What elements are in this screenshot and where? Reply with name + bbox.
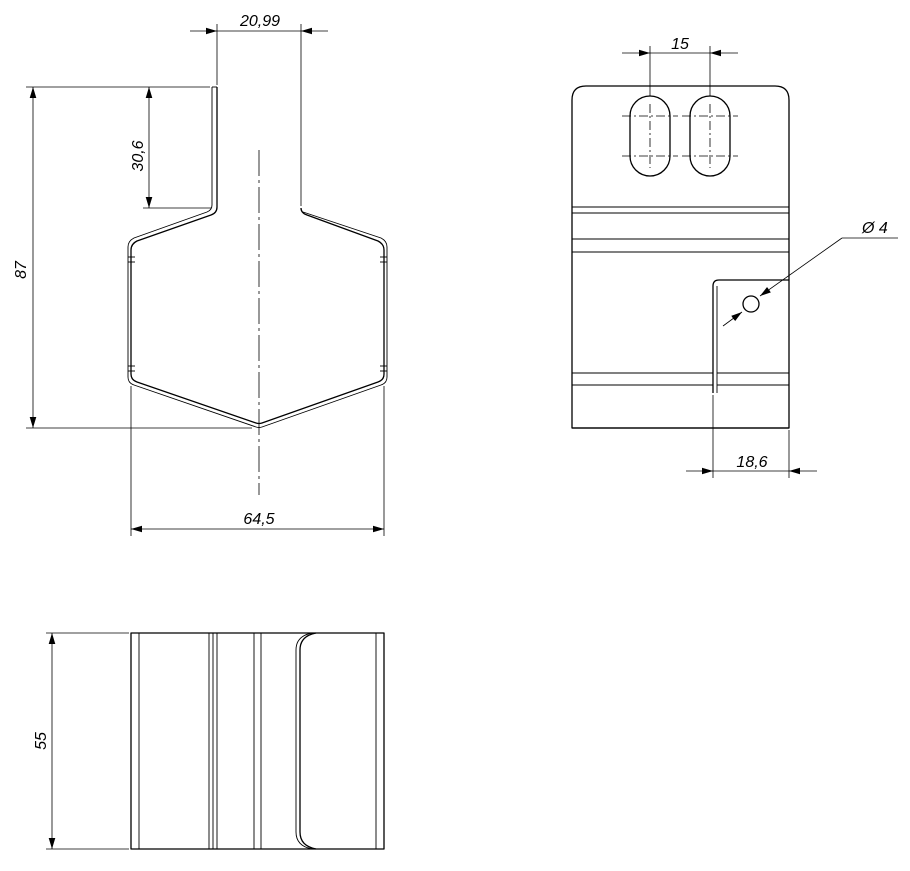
top-view-flap-edge [299,632,317,850]
dim-slot-spacing: 15 [671,36,689,53]
top-view-outline [130,632,385,850]
dim-neck-height: 30,6 [130,140,147,171]
dim-total-width: 64,5 [243,511,274,528]
top-view: 55 [33,632,385,850]
dim-hole-diameter: Ø 4 [861,220,888,237]
dim-flap-width: 18,6 [736,454,767,471]
dim-total-height: 87 [13,260,30,279]
dim-depth: 55 [33,732,50,750]
side-view-flap [712,279,789,393]
front-view-outer-contour [130,87,385,425]
flap-hole [742,295,760,313]
front-view: 20,99 87 30,6 64,5 [13,13,388,536]
front-view-inner-contour [127,87,388,428]
side-view-outline [571,85,790,429]
side-view: 15 Ø 4 18,6 [571,36,898,478]
dim-neck-width: 20,99 [239,13,280,30]
